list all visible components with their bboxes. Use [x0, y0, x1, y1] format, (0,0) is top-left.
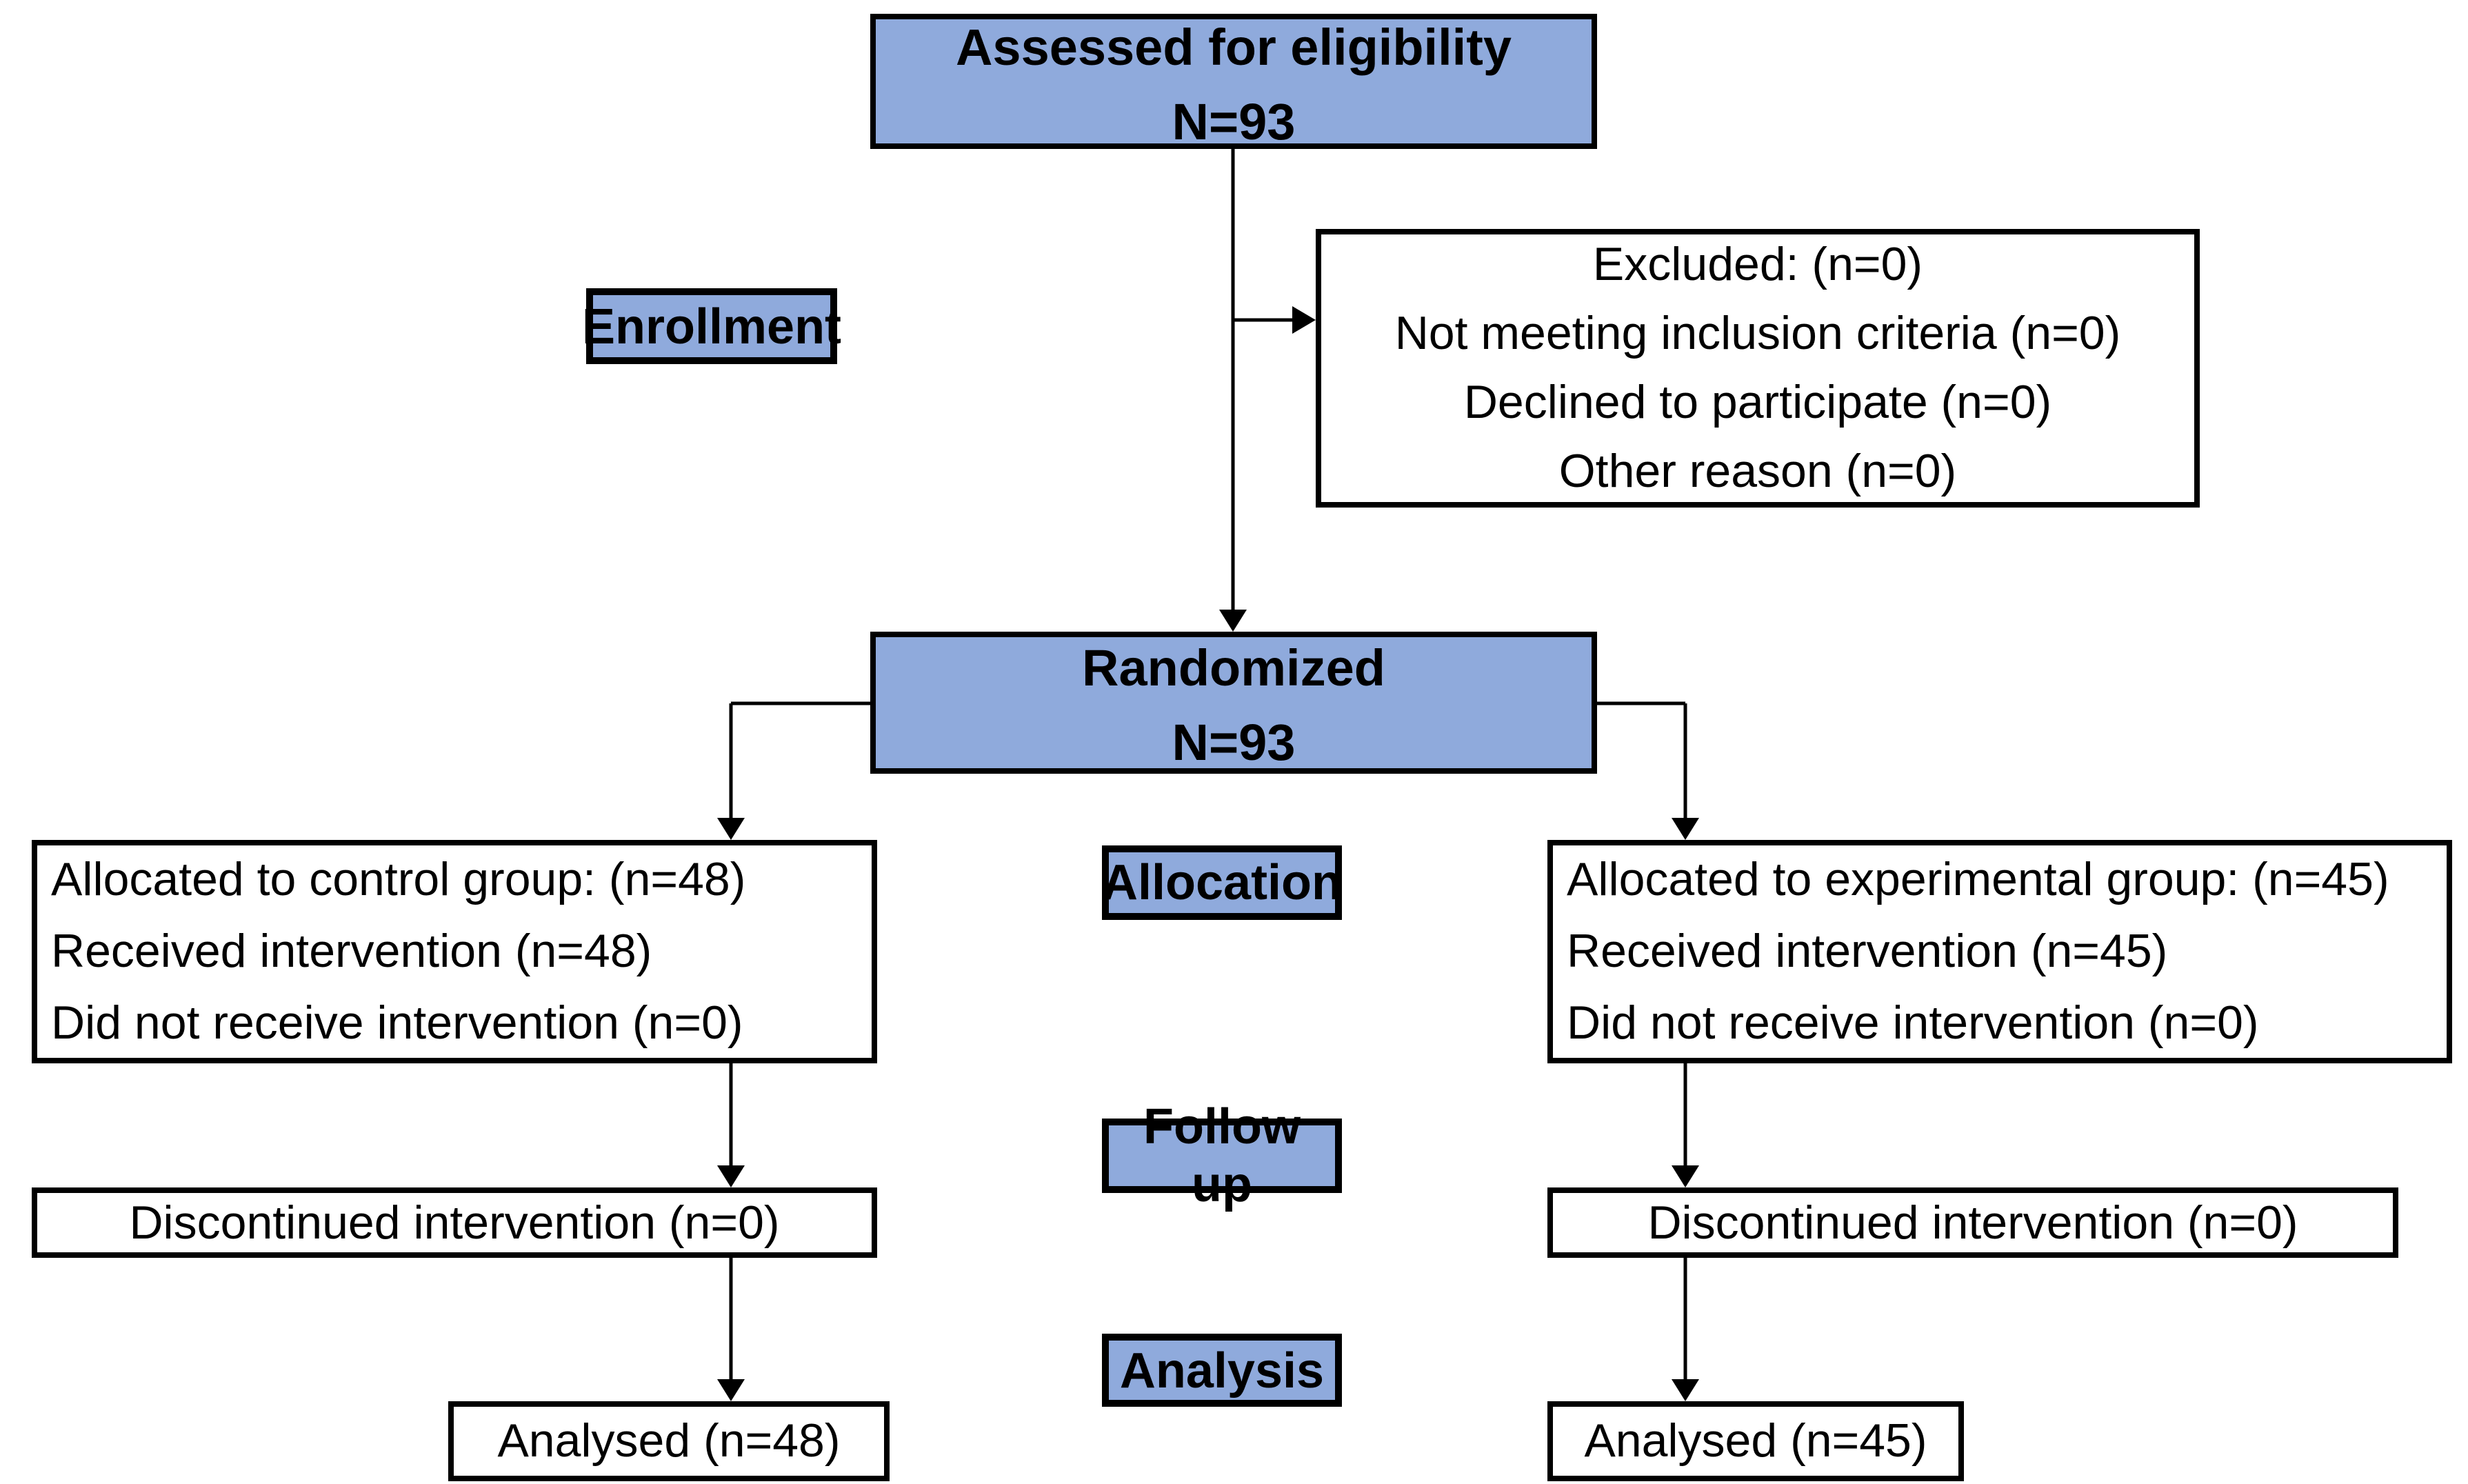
allocated-experimental-line: Allocated to experimental group: (n=45)	[1567, 854, 2389, 906]
label-enrollment: Enrollment	[582, 288, 841, 364]
box-discontinued-control: Discontinued intervention (n=0)	[32, 1187, 877, 1258]
follow-up-label-text: Follow up	[1143, 1098, 1301, 1212]
excluded-line: Excluded: (n=0)	[1592, 239, 1923, 291]
analysis-label-text: Analysis	[1119, 1341, 1325, 1398]
box-discontinued-experimental: Discontinued intervention (n=0)	[1547, 1187, 2398, 1258]
analysed-control-text: Analysed (n=48)	[497, 1415, 841, 1467]
arrowhead-down-alloc-control	[717, 818, 745, 840]
arrowhead-right-excluded	[1292, 306, 1316, 334]
randomized-count: N=93	[1172, 714, 1296, 771]
box-analysed-experimental: Analysed (n=45)	[1547, 1401, 1964, 1481]
excluded-line: Not meeting inclusion criteria (n=0)	[1394, 308, 2121, 360]
arrowhead-down-analysed-experimental	[1672, 1379, 1699, 1401]
arrowhead-down-disc-control	[717, 1165, 745, 1187]
arrowhead-down-randomized	[1219, 610, 1247, 632]
assessed-count: N=93	[1172, 93, 1296, 150]
allocated-experimental-line: Did not receive intervention (n=0)	[1567, 997, 2259, 1050]
allocated-control-line: Allocated to control group: (n=48)	[51, 854, 746, 906]
arrowhead-down-disc-experimental	[1672, 1165, 1699, 1187]
arrowhead-down-alloc-experimental	[1672, 818, 1699, 840]
label-analysis: Analysis	[1102, 1334, 1342, 1407]
allocated-control-line: Did not receive intervention (n=0)	[51, 997, 743, 1050]
allocation-label-text: Allocation	[1102, 854, 1343, 910]
box-assessed-eligibility: Assessed for eligibility N=93	[870, 14, 1597, 150]
excluded-line: Other reason (n=0)	[1558, 445, 1957, 498]
excluded-line: Declined to participate (n=0)	[1463, 377, 2052, 429]
box-allocated-experimental: Allocated to experimental group: (n=45) …	[1547, 840, 2452, 1063]
label-follow-up: Follow up	[1102, 1098, 1342, 1212]
arrowhead-down-analysed-control	[717, 1379, 745, 1401]
enrollment-label-text: Enrollment	[582, 297, 842, 354]
box-randomized: Randomized N=93	[870, 632, 1597, 774]
randomized-title: Randomized	[1082, 640, 1385, 696]
allocated-experimental-line: Received intervention (n=45)	[1567, 925, 2168, 978]
analysed-experimental-text: Analysed (n=45)	[1584, 1415, 1927, 1467]
assessed-title: Assessed for eligibility	[955, 19, 1512, 75]
label-allocation: Allocation	[1102, 845, 1342, 920]
discontinued-control-text: Discontinued intervention (n=0)	[129, 1196, 780, 1249]
box-analysed-control: Analysed (n=48)	[448, 1401, 890, 1481]
allocated-control-line: Received intervention (n=48)	[51, 925, 652, 978]
discontinued-experimental-text: Discontinued intervention (n=0)	[1647, 1196, 2298, 1249]
box-excluded: Excluded: (n=0) Not meeting inclusion cr…	[1316, 229, 2200, 508]
box-allocated-control: Allocated to control group: (n=48) Recei…	[32, 840, 877, 1063]
